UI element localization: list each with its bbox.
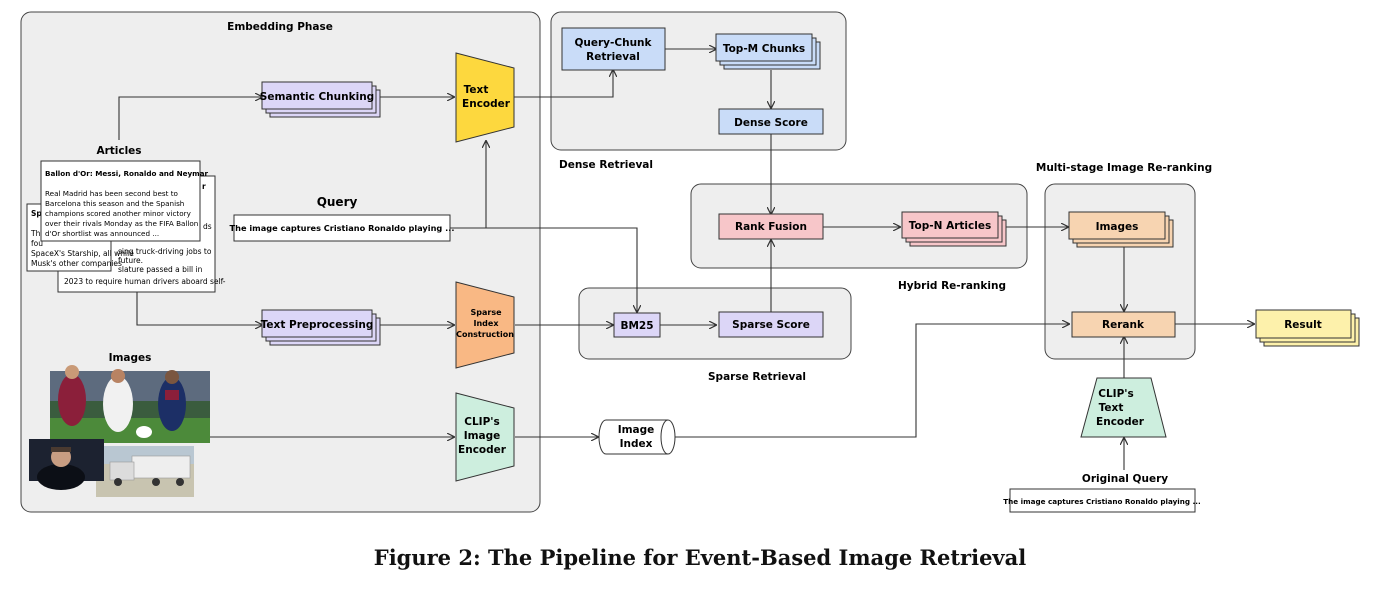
svg-text:Semantic Chunking: Semantic Chunking xyxy=(260,91,374,103)
article-document-front: Ballon d'Or: Messi, Ronaldo and Neymar R… xyxy=(40,160,208,242)
svg-text:CLIP's: CLIP's xyxy=(464,416,499,428)
svg-text:Top-N Articles: Top-N Articles xyxy=(909,220,991,232)
svg-text:r: r xyxy=(202,182,206,191)
image-collage xyxy=(29,365,210,497)
semantic-chunking-node: Semantic Chunking xyxy=(260,81,381,118)
svg-text:CLIP's: CLIP's xyxy=(1098,388,1133,400)
svg-text:BM25: BM25 xyxy=(620,320,653,332)
svg-text:Sparse Score: Sparse Score xyxy=(732,319,810,331)
svg-text:Spa: Spa xyxy=(31,209,47,218)
svg-text:SpaceX's Starship, all while: SpaceX's Starship, all while xyxy=(31,249,134,258)
dense-retrieval-title: Dense Retrieval xyxy=(559,159,653,171)
elon-musk-photo-icon xyxy=(29,439,104,490)
edge-encoder-to-querychunk xyxy=(514,70,613,98)
clip-text-encoder-node: CLIP's Text Encoder xyxy=(1080,377,1167,438)
svg-text:Text: Text xyxy=(1099,402,1124,414)
rank-fusion-node: Rank Fusion xyxy=(718,213,824,240)
articles-label: Articles xyxy=(96,145,141,157)
svg-text:d'Or shortlist was announced .: d'Or shortlist was announced ... xyxy=(45,229,159,238)
top-n-articles-node: Top-N Articles xyxy=(901,211,1007,247)
sparse-retrieval-title: Sparse Retrieval xyxy=(708,371,806,383)
images-node: Images xyxy=(1068,211,1174,248)
image-index-node: Image Index xyxy=(598,419,676,455)
edge-articles-to-preprocessing xyxy=(136,292,262,325)
svg-text:champions scored another minor: champions scored another minor victory xyxy=(45,209,192,218)
svg-text:Text: Text xyxy=(464,84,489,96)
edge-imageindex-to-rerank xyxy=(675,324,1069,438)
svg-text:fou: fou xyxy=(31,239,43,248)
svg-text:Text Preprocessing: Text Preprocessing xyxy=(261,319,374,331)
svg-text:The: The xyxy=(30,229,45,238)
text-encoder-node: Text Encoder xyxy=(455,52,515,143)
article-title: Ballon d'Or: Messi, Ronaldo and Neymar xyxy=(45,169,208,178)
svg-text:Encoder: Encoder xyxy=(462,98,511,110)
svg-text:Dense Score: Dense Score xyxy=(734,117,808,129)
svg-text:Construction: Construction xyxy=(456,330,514,339)
svg-text:Rerank: Rerank xyxy=(1102,319,1145,331)
svg-text:future.: future. xyxy=(118,256,143,265)
result-node: Result xyxy=(1255,309,1360,347)
original-query-text: The image captures Cristiano Ronaldo pla… xyxy=(1003,497,1200,506)
rerank-node: Rerank xyxy=(1071,311,1176,338)
edge-articles-to-chunking xyxy=(118,97,262,140)
svg-text:sing truck-driving jobs to: sing truck-driving jobs to xyxy=(118,247,212,256)
svg-text:Image: Image xyxy=(618,424,655,436)
svg-text:Result: Result xyxy=(1284,319,1322,331)
sparse-index-construction-node: Sparse Index Construction xyxy=(455,281,515,369)
hybrid-reranking-title: Hybrid Re-ranking xyxy=(898,280,1006,292)
text-preprocessing-node: Text Preprocessing xyxy=(261,309,381,346)
svg-text:Encoder: Encoder xyxy=(458,444,507,456)
original-query-label: Original Query xyxy=(1082,473,1168,485)
svg-text:Index: Index xyxy=(474,319,500,328)
edge-query-to-bm25 xyxy=(450,227,637,312)
svg-text:Real Madrid has been second be: Real Madrid has been second best to xyxy=(45,189,178,198)
query-label: Query xyxy=(317,195,358,209)
svg-text:Rank Fusion: Rank Fusion xyxy=(735,221,807,233)
figure-caption: Figure 2: The Pipeline for Event-Based I… xyxy=(373,545,1027,570)
hybrid-reranking-group xyxy=(690,183,1028,269)
clip-image-encoder-node: CLIP's Image Encoder xyxy=(455,392,515,482)
embedding-phase-title: Embedding Phase xyxy=(227,21,333,33)
svg-text:Image: Image xyxy=(464,430,501,442)
multistage-reranking-title: Multi-stage Image Re-ranking xyxy=(1036,162,1212,174)
images-label: Images xyxy=(109,352,152,364)
dense-score-node: Dense Score xyxy=(718,108,824,135)
semi-truck-photo-icon xyxy=(96,446,194,497)
query-box xyxy=(233,214,451,242)
svg-text:Sparse: Sparse xyxy=(470,308,502,317)
query-chunk-retrieval-node: Query-Chunk Retrieval xyxy=(561,27,666,71)
football-players-photo-icon xyxy=(50,365,210,443)
svg-text:Top-M Chunks: Top-M Chunks xyxy=(723,43,805,55)
svg-text:Index: Index xyxy=(620,438,653,450)
svg-text:over their rivals Monday as th: over their rivals Monday as the FIFA Bal… xyxy=(45,219,198,228)
svg-text:Query-Chunk: Query-Chunk xyxy=(574,37,652,49)
svg-text:slature passed a bill in: slature passed a bill in xyxy=(118,265,203,274)
svg-text:2023 to require human drivers: 2023 to require human drivers aboard sel… xyxy=(64,277,226,286)
svg-text:Encoder: Encoder xyxy=(1096,416,1145,428)
svg-text:Musk's other companies: Musk's other companies xyxy=(31,259,122,268)
svg-text:Barcelona this season and the: Barcelona this season and the Spanish xyxy=(45,199,184,208)
original-query-box xyxy=(1009,488,1196,513)
top-m-chunks-node: Top-M Chunks xyxy=(715,33,821,70)
svg-text:ds: ds xyxy=(203,222,212,231)
svg-text:Images: Images xyxy=(1096,221,1139,233)
bm25-node: BM25 xyxy=(613,312,661,338)
query-text: The image captures Cristiano Ronaldo pla… xyxy=(230,223,455,233)
svg-text:Retrieval: Retrieval xyxy=(586,51,640,63)
sparse-score-node: Sparse Score xyxy=(718,311,824,338)
